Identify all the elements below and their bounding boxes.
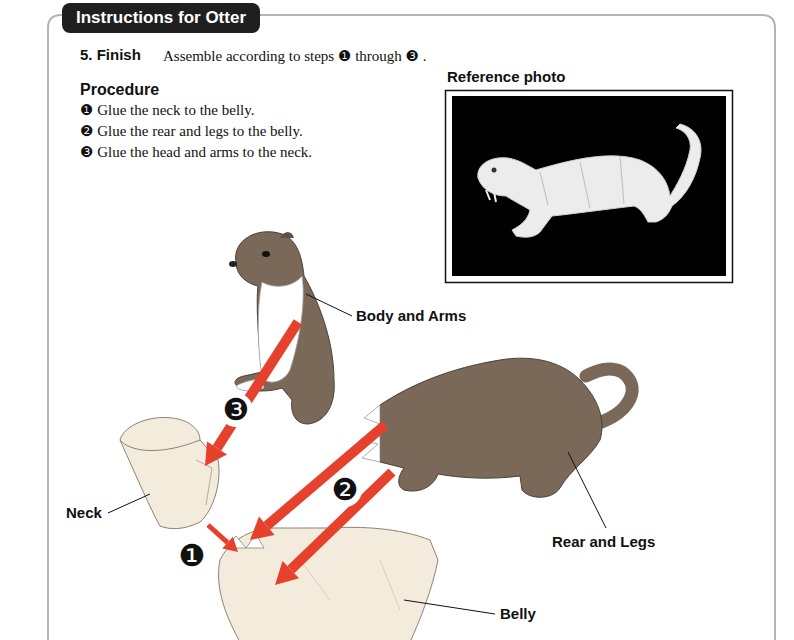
- leader-line: [108, 494, 150, 513]
- arrow-head: [275, 561, 299, 585]
- leader-line: [404, 600, 495, 614]
- part-label: Belly: [500, 604, 536, 624]
- arrow-2: [291, 472, 392, 570]
- neck-part: [120, 417, 219, 528]
- step-instruction: Assemble according to steps ❶ through ❸ …: [163, 46, 427, 66]
- leader-lines: [108, 294, 606, 614]
- callout-number: ❷: [328, 473, 362, 507]
- callout-number: ❶: [175, 539, 209, 573]
- belly-part: [219, 527, 438, 640]
- arrow-head: [222, 537, 238, 552]
- part-label: Body and Arms: [356, 306, 466, 326]
- procedure-step: ❶ Glue the neck to the belly.: [80, 100, 255, 120]
- body-eye: [262, 251, 270, 257]
- part-label: Neck: [66, 503, 102, 523]
- photo-whiskers: [486, 190, 496, 202]
- part-label: Rear and Legs: [552, 532, 655, 552]
- arrow-head: [205, 442, 227, 467]
- body-ear: [280, 232, 294, 238]
- photo-frame: [446, 91, 733, 283]
- photo-eye: [492, 168, 497, 173]
- photo-otter: [478, 124, 701, 237]
- belly-fold: [300, 560, 400, 610]
- leader-line: [306, 294, 352, 316]
- node-heading: Reference photo: [445, 67, 734, 87]
- title-tab: Instructions for Otter: [62, 3, 260, 33]
- rear-legs-part: [380, 358, 602, 497]
- photo-shading: [540, 156, 624, 208]
- panel-border: [48, 15, 775, 640]
- reference-photo: Reference photo: [445, 67, 734, 283]
- body-nose: [229, 261, 237, 267]
- arrow-2: [267, 425, 385, 526]
- leader-line: [568, 452, 606, 528]
- arrow-1: [208, 525, 228, 543]
- procedure-heading: Procedure: [80, 80, 159, 100]
- photo-ground: [452, 96, 726, 276]
- step-heading: 5. Finish: [80, 45, 141, 65]
- arrow-3: [217, 322, 298, 448]
- procedure-step: ❸ Glue the head and arms to the neck.: [80, 142, 312, 162]
- callout-number: ❸: [219, 393, 253, 427]
- neck-opening: [120, 440, 200, 451]
- assembly-arrows: [205, 322, 392, 585]
- procedure-step: ❷ Glue the rear and legs to the belly.: [80, 121, 303, 141]
- neck-fold: [196, 460, 212, 505]
- arrow-head: [250, 517, 275, 541]
